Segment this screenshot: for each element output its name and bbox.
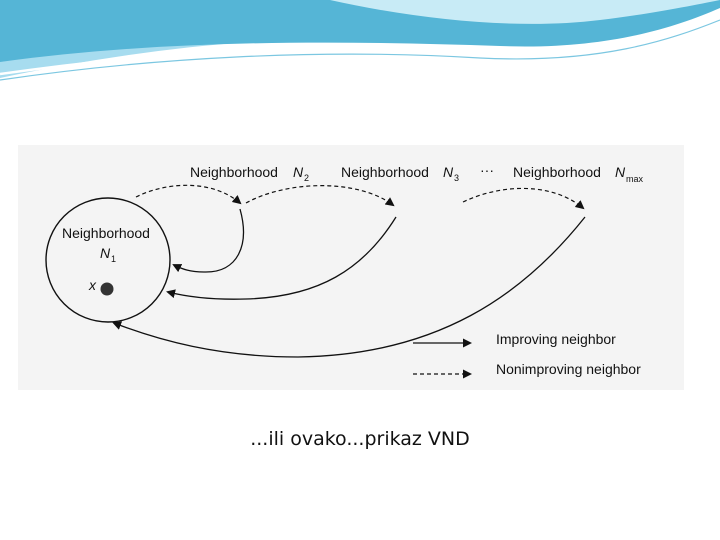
- point-x-label: x: [88, 277, 97, 293]
- nonimproving-arrow-n2-n3: [246, 186, 393, 205]
- n3-symbol: N: [443, 164, 454, 180]
- n3-label: Neighborhood: [341, 164, 429, 180]
- nonimproving-arrow-n3-nmax: [463, 188, 583, 208]
- n3-subscript: 3: [454, 173, 459, 183]
- n1-label: Neighborhood: [62, 225, 150, 241]
- improving-arrow-n2-to-n1: [174, 209, 243, 272]
- current-solution-point: [101, 283, 114, 296]
- n2-subscript: 2: [304, 173, 309, 183]
- n2-label: Neighborhood: [190, 164, 278, 180]
- nmax-symbol: N: [615, 164, 626, 180]
- vnd-diagram-figure: Neighborhood N 1 x Neighborhood N 2 Neig…: [18, 145, 684, 390]
- nonimproving-arrow-n1-n2: [136, 185, 240, 203]
- header-wave-decoration: [0, 0, 720, 90]
- legend-improving-label: Improving neighbor: [496, 331, 616, 347]
- ellipsis: ···: [480, 162, 494, 178]
- n2-symbol: N: [293, 164, 304, 180]
- vnd-diagram: Neighborhood N 1 x Neighborhood N 2 Neig…: [18, 145, 684, 390]
- nmax-subscript: max: [626, 174, 644, 184]
- legend-nonimproving-label: Nonimproving neighbor: [496, 361, 641, 377]
- nmax-label: Neighborhood: [513, 164, 601, 180]
- improving-arrow-n3-to-n1: [168, 217, 396, 299]
- n1-subscript: 1: [111, 254, 116, 264]
- slide-caption: ...ili ovako...prikaz VND: [0, 428, 720, 450]
- n1-symbol: N: [100, 245, 111, 261]
